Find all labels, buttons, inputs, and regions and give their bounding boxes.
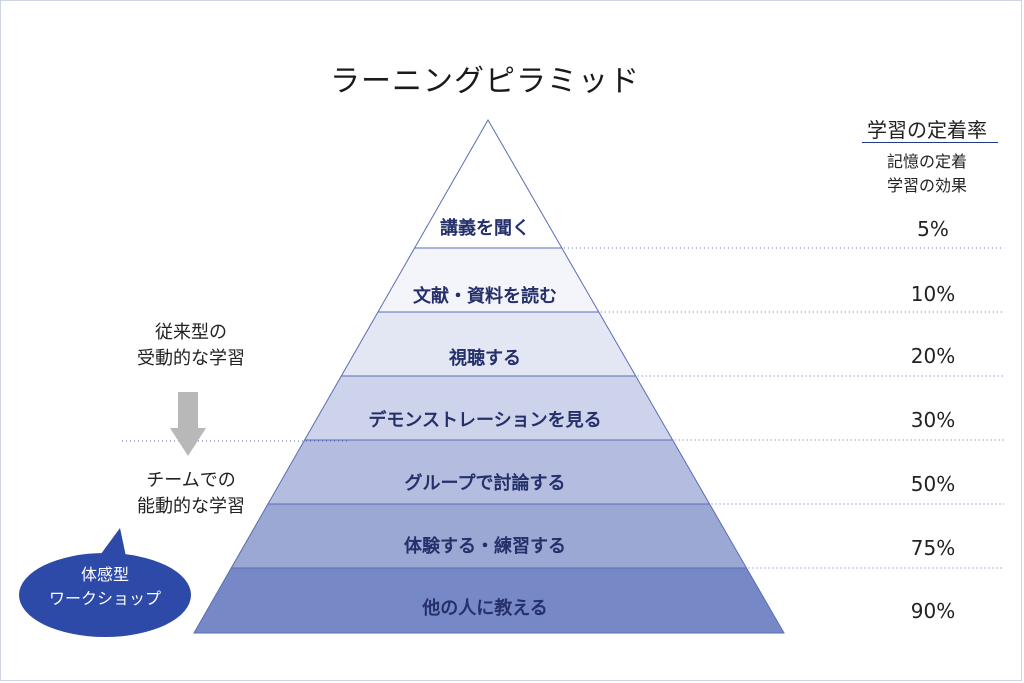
bubble-line2: ワークショップ <box>48 589 161 608</box>
speech-bubble <box>19 528 191 637</box>
retention-header-underline <box>862 142 998 143</box>
pyramid-outline <box>193 118 785 634</box>
passive-learning-label: 従来型の 受動的な学習 <box>96 320 286 372</box>
page-title: ラーニングピラミッド <box>330 64 640 99</box>
pyramid-divider-lines <box>231 247 747 569</box>
down-arrow-icon <box>170 392 206 456</box>
pyramid-band-demonstration <box>304 376 673 440</box>
pyramid-band-audiovisual <box>341 312 636 376</box>
rate-lecture: 5% <box>917 217 949 241</box>
rate-audiovisual: 20% <box>910 344 956 368</box>
active-learning-label: チームでの 能動的な学習 <box>96 468 286 520</box>
bubble-line1: 体感型 <box>80 565 129 584</box>
rate-practice: 75% <box>910 536 956 560</box>
level-label-demonstration: デモンストレーションを見る <box>368 410 602 431</box>
retention-header-subtitle: 記憶の定着 学習の効果 <box>852 150 1002 198</box>
pyramid-band-teach-others <box>194 568 784 633</box>
retention-dotted-lines <box>563 247 1004 569</box>
bubble-label: 体感型 ワークショップ <box>20 563 190 611</box>
passive-line1: 従来型の <box>155 322 227 343</box>
level-label-practice: 体験する・練習する <box>404 536 566 557</box>
rate-teach-others: 90% <box>910 599 956 623</box>
level-label-lecture: 講義を聞く <box>440 218 530 239</box>
pyramid-band-reading <box>377 248 599 312</box>
retention-header-title: 学習の定着率 <box>867 118 987 142</box>
level-label-reading: 文献・資料を読む <box>413 286 557 307</box>
retention-subtitle-line1: 記憶の定着 <box>886 152 967 171</box>
passive-line2: 受動的な学習 <box>137 348 245 369</box>
level-label-audiovisual: 視聴する <box>449 348 521 369</box>
level-label-teach-others: 他の人に教える <box>422 598 548 619</box>
pyramid-band-discussion <box>267 440 710 504</box>
rate-demonstration: 30% <box>910 408 956 432</box>
active-line2: 能動的な学習 <box>137 496 245 517</box>
pyramid-band-lecture <box>414 120 562 248</box>
pyramid-band-practice <box>231 504 747 568</box>
rate-reading: 10% <box>910 282 956 306</box>
active-line1: チームでの <box>146 470 236 491</box>
retention-subtitle-line2: 学習の効果 <box>886 176 967 195</box>
rate-discussion: 50% <box>910 472 956 496</box>
level-label-discussion: グループで討論する <box>404 473 566 494</box>
pyramid-layers <box>194 120 784 633</box>
